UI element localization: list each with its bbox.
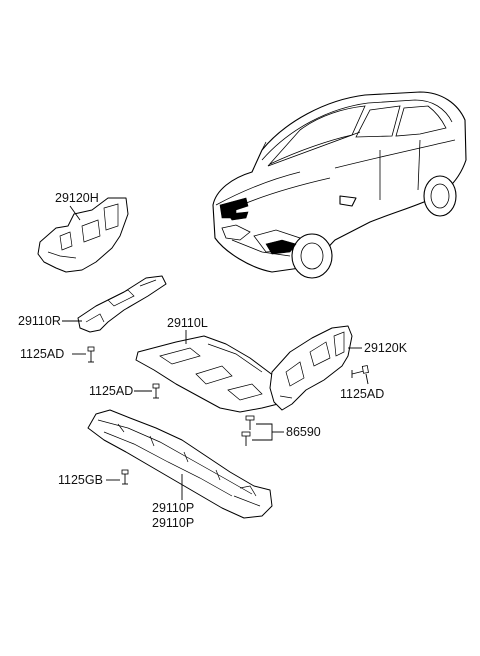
label-29110L: 29110L (167, 316, 208, 330)
label-29120K: 29120K (364, 341, 408, 355)
label-1125AD-right: 1125AD (340, 387, 384, 401)
label-1125AD-center: 1125AD (89, 384, 133, 398)
label-86590: 86590 (286, 425, 321, 439)
car-illustration (212, 91, 467, 279)
clip-icon (241, 415, 255, 446)
part-29110P-undercover (87, 409, 273, 519)
label-29110P-1: 29110P (152, 501, 194, 515)
part-29120K-shield (269, 325, 353, 411)
label-1125GB: 1125GB (58, 473, 103, 487)
label-29120H: 29120H (55, 191, 99, 205)
label-29110R: 29110R (18, 314, 61, 328)
part-29110L-undercover (135, 330, 291, 413)
bolt-icon (121, 469, 129, 485)
bolt-icon (87, 346, 95, 363)
label-1125AD-left: 1125AD (20, 347, 64, 361)
part-29120H-shield (37, 197, 129, 273)
bolt-icon (351, 365, 369, 378)
label-29110P-2: 29110P (152, 516, 194, 530)
part-29110R-panel (77, 275, 167, 333)
bolt-icon (152, 383, 160, 399)
